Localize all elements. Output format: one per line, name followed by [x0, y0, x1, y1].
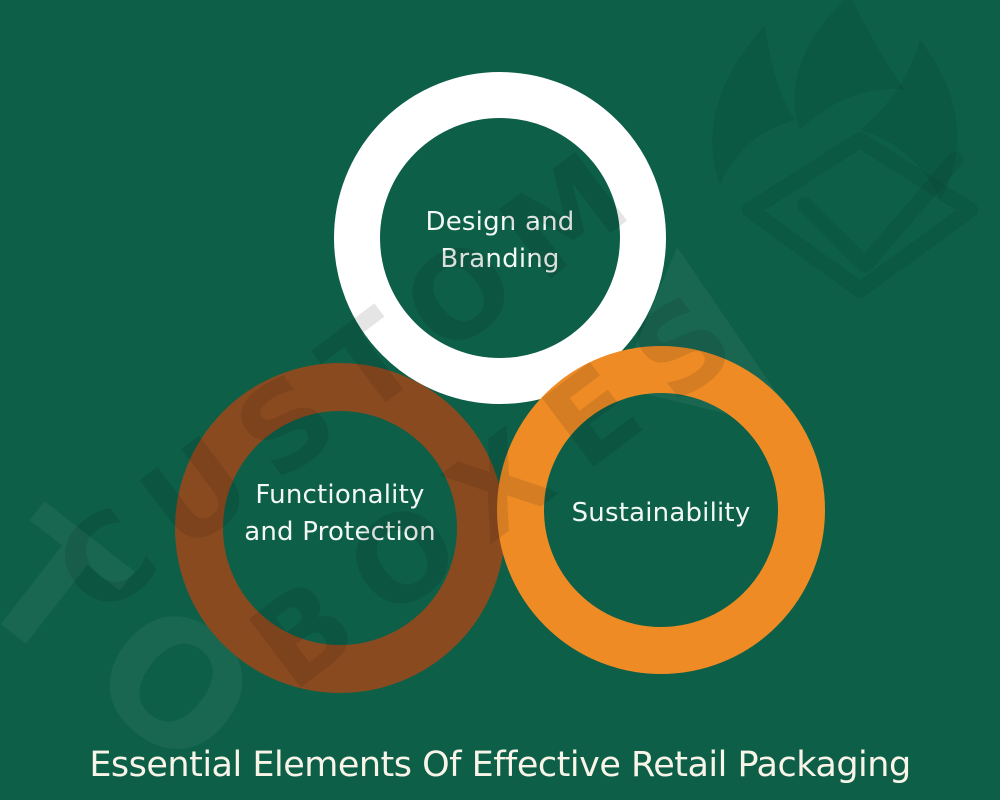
label-design-and-branding: Design and Branding [370, 204, 630, 278]
label-functionality-line2: and Protection [244, 517, 436, 547]
label-sustainability-line1: Sustainability [571, 498, 751, 528]
label-functionality-and-protection: Functionality and Protection [210, 477, 470, 551]
label-functionality-line1: Functionality [255, 480, 425, 510]
label-design-line1: Design and [425, 207, 575, 237]
label-sustainability: Sustainability [531, 495, 791, 532]
page-title: Essential Elements Of Effective Retail P… [89, 745, 911, 786]
flame-box-logo-watermark-icon [712, 0, 978, 298]
label-design-line2: Branding [440, 244, 560, 274]
